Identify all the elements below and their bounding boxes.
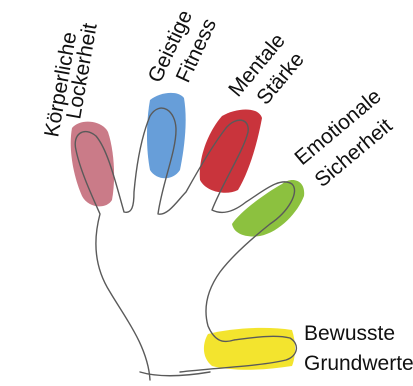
palm-lower-line bbox=[140, 372, 210, 376]
thumb-paint bbox=[204, 328, 295, 370]
ring-finger-paint bbox=[147, 93, 186, 178]
label-bewusste-line-2: Grundwerte bbox=[304, 352, 413, 375]
paint-patches bbox=[71, 93, 304, 370]
index-finger-paint bbox=[232, 180, 304, 237]
label-bewusste-line-1: Bewusste bbox=[304, 322, 395, 345]
little-finger-paint bbox=[71, 122, 114, 207]
middle-finger-paint bbox=[200, 110, 262, 193]
